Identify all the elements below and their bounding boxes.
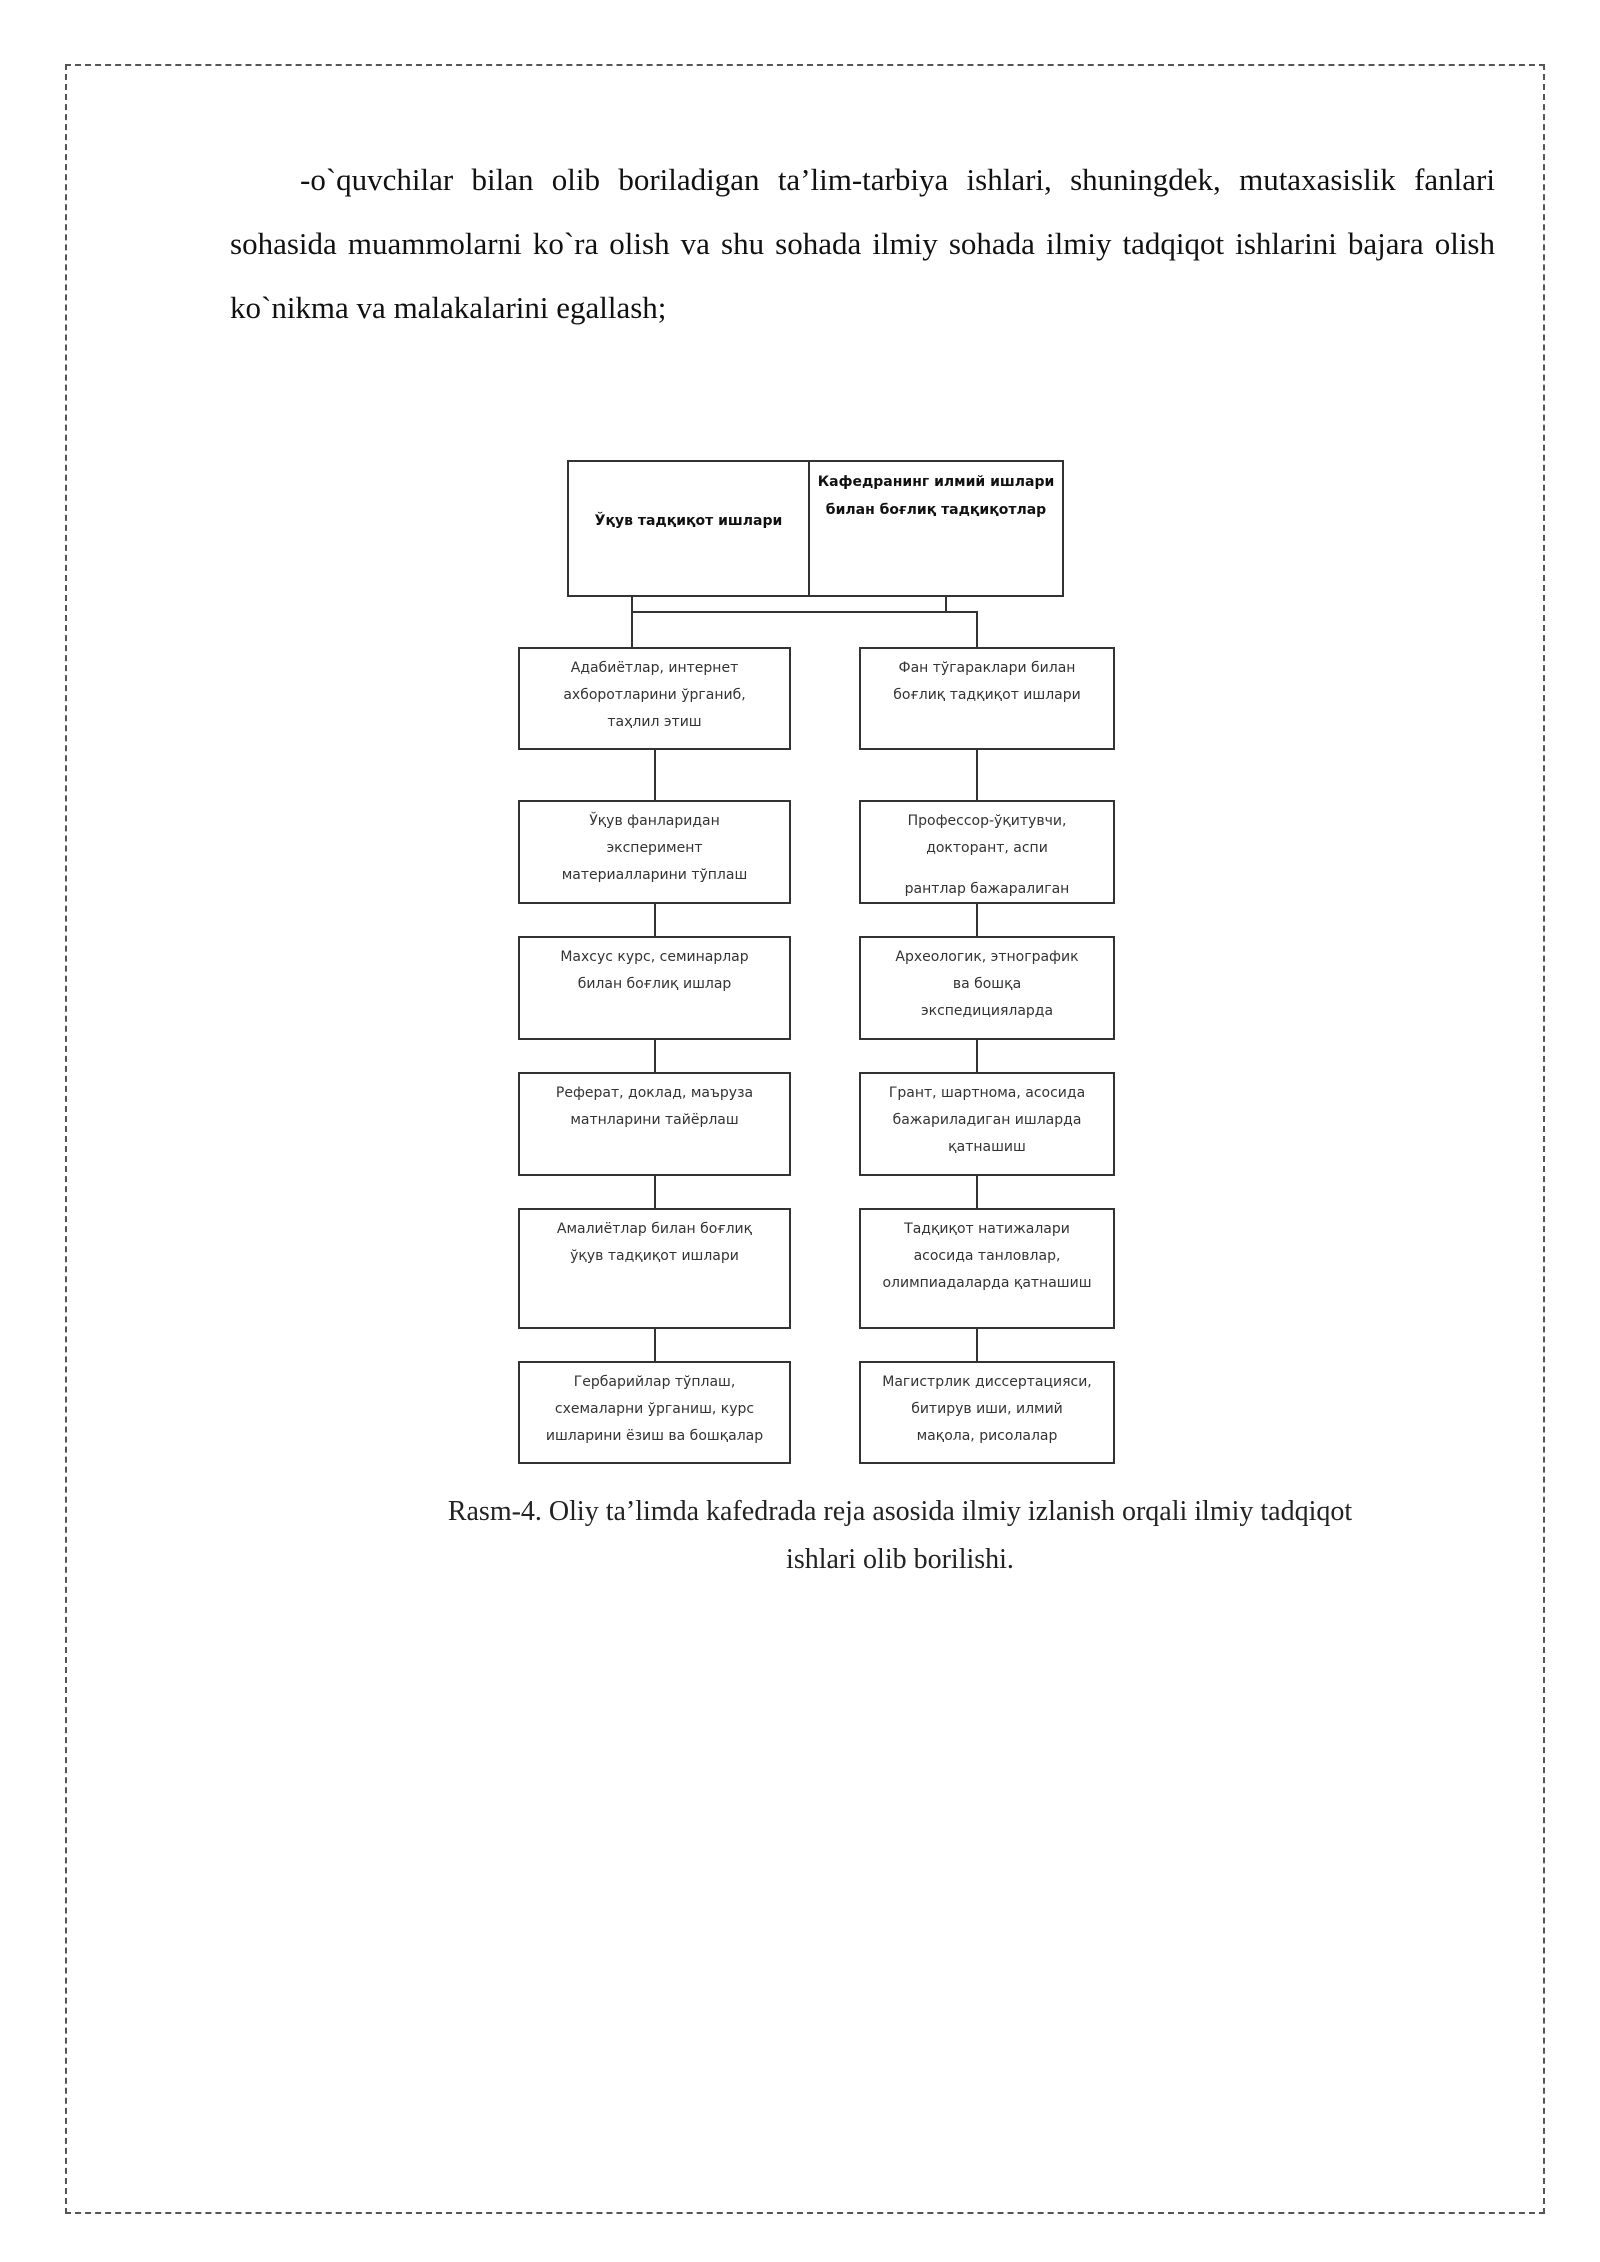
connector-right-5-6 <box>976 1329 978 1362</box>
left-box-3-line1: Махсус курс, семинарлар <box>560 949 749 965</box>
left-box-5-line2: ўқув тадқиқот ишлари <box>570 1248 739 1264</box>
header-right-line2: билан боғлиқ тадқиқотлар <box>825 502 1047 518</box>
page-border <box>65 64 1545 2214</box>
connector-right-1-2 <box>976 750 978 800</box>
header-left-label: Ўқув тадқиқот ишлари <box>594 513 783 529</box>
figure-caption: Rasm-4. Oliy ta’limda kafedrada reja aso… <box>380 1488 1420 1584</box>
right-box-3-line3: экспедицияларда <box>920 1003 1054 1019</box>
connector-left-1-2 <box>654 750 656 800</box>
left-box-6-line1: Гербарийлар тўплаш, <box>573 1374 736 1390</box>
right-box-1-line2: боғлиқ тадқиқот ишлари <box>893 687 1081 703</box>
body-paragraph: -o`quvchilar bilan olib boriladigan ta’l… <box>230 148 1495 340</box>
connector-left-3-4 <box>654 1040 656 1073</box>
connector-right-3-4 <box>976 1040 978 1073</box>
connector-horizontal <box>631 611 978 613</box>
right-box-5-line2: асосида танловлар, <box>913 1248 1061 1264</box>
paragraph-text: -o`quvchilar bilan olib boriladigan ta’l… <box>230 162 1495 325</box>
right-box-5-line3: олимпиадаларда қатнашиш <box>882 1275 1092 1291</box>
right-box-6: Магистрлик диссертацияси, битирув иши, и… <box>859 1361 1115 1464</box>
right-box-2-line3: рантлар бажаралиган <box>904 881 1070 897</box>
left-box-4-line1: Реферат, доклад, маъруза <box>555 1085 754 1101</box>
left-box-3-line2: билан боғлиқ ишлар <box>577 976 732 992</box>
right-box-4-line1: Грант, шартнома, асосида <box>888 1085 1086 1101</box>
right-box-2: Профессор-ўқитувчи, докторант, аспи рант… <box>859 800 1115 904</box>
left-box-1-line1: Адабиётлар, интернет <box>570 660 739 676</box>
left-box-6-line2: схемаларни ўрганиш, курс <box>554 1401 755 1417</box>
connector-right-4-5 <box>976 1176 978 1209</box>
right-box-5-line1: Тадқиқот натижалари <box>904 1221 1070 1237</box>
right-box-2-line1: Профессор-ўқитувчи, <box>907 813 1067 829</box>
left-box-3: Махсус курс, семинарлар билан боғлиқ ишл… <box>518 936 791 1040</box>
connector-right-2-3 <box>976 904 978 937</box>
right-box-3: Археологик, этнографик ва бошқа экспедиц… <box>859 936 1115 1040</box>
right-box-6-line3: мақола, рисолалар <box>916 1428 1058 1444</box>
connector-header-left <box>631 597 633 613</box>
connector-to-right-column <box>976 611 978 648</box>
right-box-1: Фан тўгараклари билан боғлиқ тадқиқот иш… <box>859 647 1115 750</box>
connector-left-4-5 <box>654 1176 656 1209</box>
left-box-1-line2: ахборотларини ўрганиб, <box>563 687 746 703</box>
right-box-3-line1: Археологик, этнографик <box>895 949 1079 965</box>
right-box-1-line1: Фан тўгараклари билан <box>898 660 1076 676</box>
left-box-5: Амалиётлар билан боғлиқ ўқув тадқиқот иш… <box>518 1208 791 1329</box>
left-box-6-line3: ишларини ёзиш ва бошқалар <box>545 1428 764 1444</box>
right-box-4: Грант, шартнома, асосида бажариладиган и… <box>859 1072 1115 1176</box>
left-box-5-line1: Амалиётлар билан боғлиқ <box>556 1221 753 1237</box>
left-box-2-line3: материалларини тўплаш <box>561 867 748 883</box>
right-box-3-line2: ва бошқа <box>952 976 1022 992</box>
diagram-header-left: Ўқув тадқиқот ишлари <box>567 460 810 597</box>
connector-left-2-3 <box>654 904 656 937</box>
header-right-line1: Кафедранинг илмий ишлари <box>817 474 1055 490</box>
right-box-4-line2: бажариладиган ишларда <box>892 1112 1082 1128</box>
left-box-4-line2: матнларини тайёрлаш <box>570 1112 739 1128</box>
left-box-2-line1: Ўқув фанларидан <box>589 813 720 829</box>
caption-line-1: Rasm-4. Oliy ta’limda kafedrada reja aso… <box>447 1496 1353 1527</box>
diagram-header-right: Кафедранинг илмий ишлари билан боғлиқ та… <box>808 460 1064 597</box>
connector-left-5-6 <box>654 1329 656 1362</box>
right-box-2-line2: докторант, аспи <box>926 840 1048 856</box>
connector-header-right <box>945 597 947 613</box>
left-box-4: Реферат, доклад, маъруза матнларини тайё… <box>518 1072 791 1176</box>
left-box-2: Ўқув фанларидан эксперимент материаллари… <box>518 800 791 904</box>
left-box-1: Адабиётлар, интернет ахборотларини ўрган… <box>518 647 791 750</box>
connector-to-left-column <box>631 611 633 648</box>
left-box-2-line2: эксперимент <box>606 840 703 856</box>
left-box-1-line3: таҳлил этиш <box>607 714 702 730</box>
right-box-6-line1: Магистрлик диссертацияси, <box>882 1374 1092 1390</box>
caption-line-2: ishlari olib borilishi. <box>786 1544 1014 1575</box>
right-box-5: Тадқиқот натижалари асосида танловлар, о… <box>859 1208 1115 1329</box>
right-box-6-line2: битирув иши, илмий <box>911 1401 1063 1417</box>
right-box-4-line3: қатнашиш <box>948 1139 1026 1155</box>
left-box-6: Гербарийлар тўплаш, схемаларни ўрганиш, … <box>518 1361 791 1464</box>
